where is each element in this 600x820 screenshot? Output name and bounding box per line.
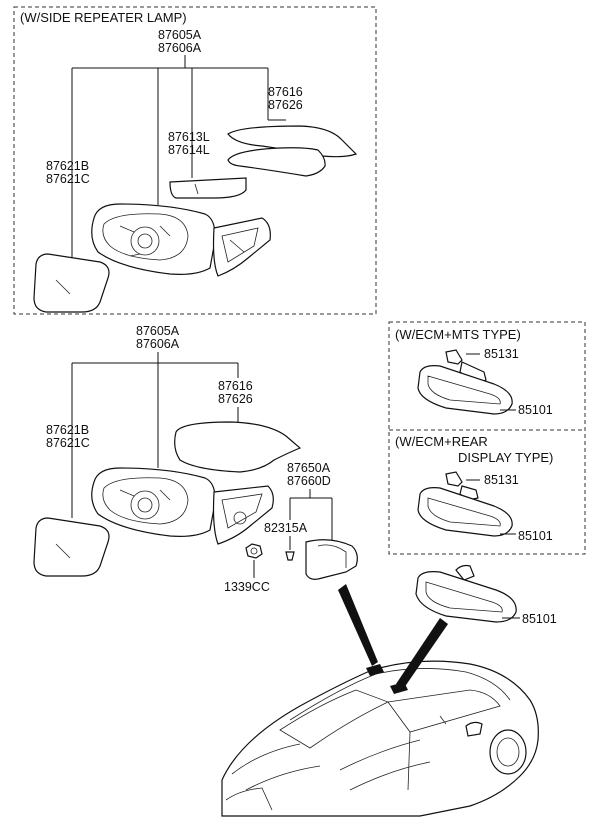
side-repeater-box bbox=[13, 6, 377, 315]
label-87660D: 87660D bbox=[287, 474, 331, 488]
vehicle-illustration bbox=[221, 660, 539, 817]
label-85131-rear: 85131 bbox=[484, 473, 519, 487]
ecm-mirror-rear-display bbox=[417, 471, 516, 537]
label-87613L: 87613L bbox=[168, 130, 210, 144]
mirror-cover-mid bbox=[174, 421, 302, 473]
label-87621B-mid: 87621B bbox=[46, 423, 89, 437]
label-1339CC: 1339CC bbox=[224, 580, 270, 594]
clip-82315A bbox=[285, 536, 295, 561]
leader-87650A bbox=[289, 489, 333, 540]
label-87616-top: 87616 bbox=[268, 85, 303, 99]
label-87650A: 87650A bbox=[287, 461, 331, 475]
mirror-housing-mid bbox=[91, 467, 274, 545]
nut-1339CC bbox=[245, 543, 263, 578]
ecm-rear-title-1: (W/ECM+REAR bbox=[395, 434, 488, 449]
label-87614L: 87614L bbox=[168, 143, 210, 157]
mirror-cover-pair-top bbox=[227, 125, 358, 177]
ecm-mirror-mts bbox=[417, 349, 516, 415]
label-87626-top: 87626 bbox=[268, 98, 303, 112]
label-82315A: 82315A bbox=[264, 521, 308, 535]
ecm-rear-title-2: DISPLAY TYPE) bbox=[458, 450, 553, 465]
label-87606A-mid: 87606A bbox=[136, 337, 180, 351]
pointer-arrows bbox=[338, 584, 448, 688]
label-85101-mts: 85101 bbox=[518, 403, 553, 417]
label-87621B-top: 87621B bbox=[46, 159, 89, 173]
ecm-box bbox=[388, 321, 586, 555]
label-87606A-top: 87606A bbox=[158, 41, 202, 55]
label-85101-standard: 85101 bbox=[522, 612, 557, 626]
ecm-mts-title: (W/ECM+MTS TYPE) bbox=[395, 327, 521, 342]
side-repeater-lamp bbox=[169, 177, 247, 199]
side-repeater-title: (W/SIDE REPEATER LAMP) bbox=[20, 10, 187, 25]
label-87605A-mid: 87605A bbox=[136, 324, 180, 338]
mirror-glass-top bbox=[33, 253, 110, 313]
leader-lines-mid bbox=[71, 352, 239, 518]
inside-mirror-standard bbox=[415, 564, 520, 623]
cover-87650A bbox=[305, 539, 358, 580]
label-85101-rear: 85101 bbox=[518, 529, 553, 543]
label-87616-mid: 87616 bbox=[218, 379, 253, 393]
mirror-housing-top bbox=[91, 203, 271, 277]
mirror-glass-mid bbox=[33, 517, 110, 577]
label-87605A-top: 87605A bbox=[158, 28, 202, 42]
leader-lines-top bbox=[71, 55, 286, 258]
label-85131-mts: 85131 bbox=[484, 347, 519, 361]
label-87626-mid: 87626 bbox=[218, 392, 253, 406]
label-87621C-mid: 87621C bbox=[46, 436, 90, 450]
label-87621C-top: 87621C bbox=[46, 172, 90, 186]
